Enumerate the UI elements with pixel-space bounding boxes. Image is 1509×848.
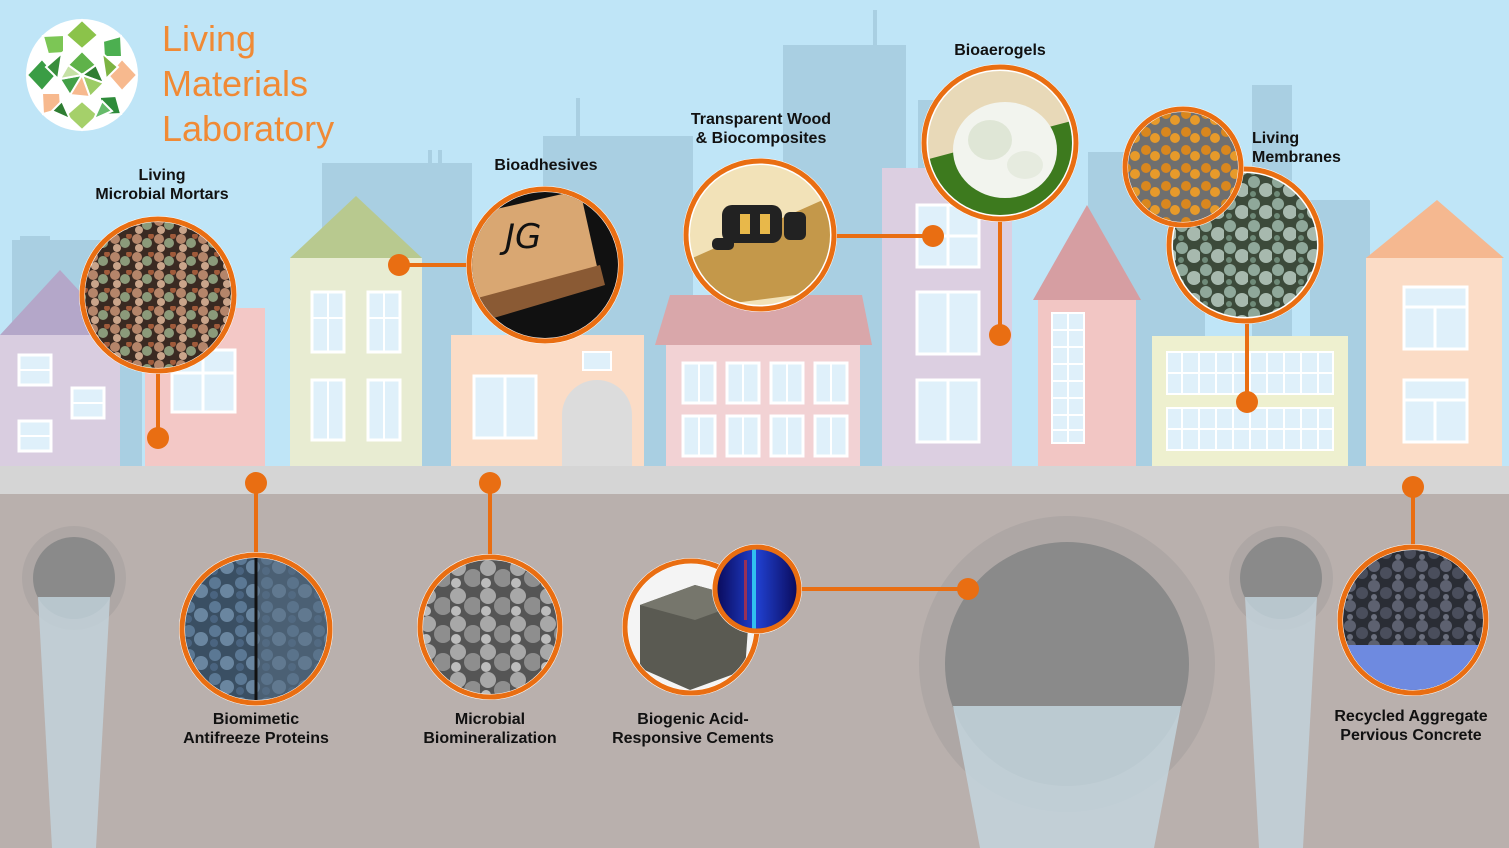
pipe-left <box>22 526 126 848</box>
pipe-center <box>919 516 1215 848</box>
photo-biogenic-cements <box>622 544 802 696</box>
label-living-membranes: Living Membranes <box>1252 130 1341 166</box>
photo-living-membranes <box>1122 106 1324 324</box>
lab-title-line-3: Laboratory <box>162 108 335 149</box>
photo-bioaerogels <box>921 64 1079 222</box>
lab-title-line-1: Living <box>162 18 257 59</box>
label-biomimetic-antifreeze: Biomimetic Antifreeze Proteins <box>183 711 329 747</box>
label-recycled-aggregate: Recycled Aggregate Pervious Concrete <box>1334 708 1488 744</box>
photo-recycled-aggregate <box>1337 544 1489 696</box>
photo-living-microbial-mortars <box>79 216 237 374</box>
photo-bioadhesives: JG <box>466 186 624 344</box>
photo-microbial-biomineralization <box>417 554 563 700</box>
label-transparent-wood: Transparent Wood & Biocomposites <box>690 111 832 147</box>
photo-biomimetic-antifreeze <box>179 552 333 706</box>
connector-dots <box>147 225 1424 600</box>
connector-lines <box>156 215 1415 591</box>
wood-sample-text: JG <box>499 217 541 257</box>
photo-transparent-wood <box>683 158 837 312</box>
label-bioaerogels: Bioaerogels <box>954 42 1046 59</box>
lab-title-line-2: Materials <box>162 63 309 104</box>
label-bioadhesives: Bioadhesives <box>494 157 598 174</box>
pipe-right <box>1229 526 1333 848</box>
label-biogenic-cements: Biogenic Acid- Responsive Cements <box>612 711 774 747</box>
lab-title: Living Materials Laboratory <box>162 16 334 151</box>
label-living-microbial-mortars: Living Microbial Mortars <box>95 167 229 203</box>
sidewalk <box>0 466 1509 494</box>
leaf-mosaic-logo-icon <box>25 18 139 132</box>
label-microbial-biomineralization: Microbial Biomineralization <box>423 711 557 747</box>
